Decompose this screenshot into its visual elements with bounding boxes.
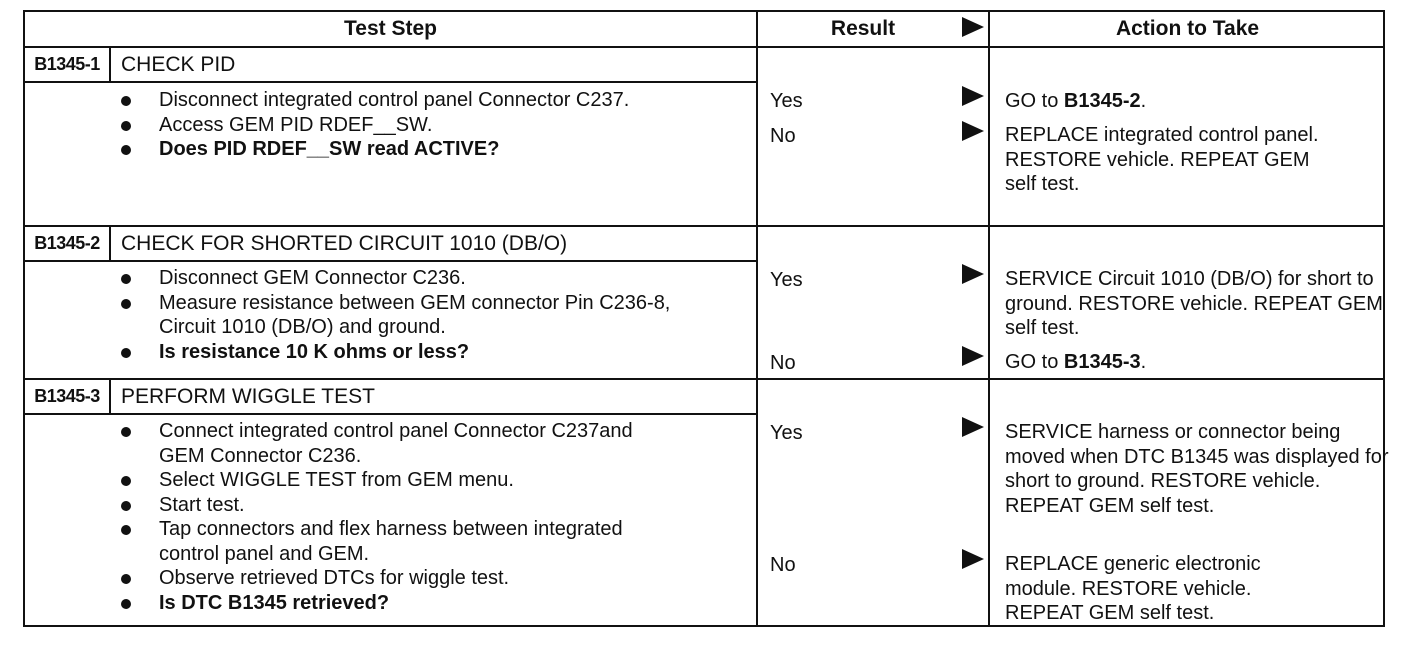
step-title: CHECK PID — [121, 52, 236, 76]
bullet-icon — [121, 500, 131, 511]
bullet-item: Disconnect integrated control panel Conn… — [121, 88, 741, 113]
bullet-item: Measure resistance between GEM connector… — [121, 291, 681, 340]
action-text: REPLACE integrated control panel. RESTOR… — [1005, 124, 1319, 195]
col-divider — [988, 12, 990, 625]
result-yes: Yes — [770, 90, 803, 112]
action-text: GO to B1345-3. — [1005, 351, 1147, 373]
header-divider — [25, 46, 1383, 48]
id-divider — [109, 48, 111, 81]
header-action: Action to Take — [1115, 17, 1260, 40]
step-divider — [25, 378, 1383, 380]
result-no: No — [770, 125, 796, 147]
arrow-icon — [962, 17, 984, 37]
bullet-item: Connect integrated control panel Connect… — [121, 419, 661, 468]
bullet-icon — [121, 347, 131, 358]
arrow-icon — [962, 121, 984, 141]
header-test-step: Test Step — [344, 17, 437, 40]
step-title: PERFORM WIGGLE TEST — [121, 384, 375, 408]
bullet-icon — [121, 427, 131, 437]
arrow-icon — [962, 264, 984, 284]
bullet-icon — [121, 96, 131, 106]
step-bullets: Connect integrated control panel Connect… — [121, 419, 661, 615]
bullet-icon — [121, 298, 131, 309]
title-divider — [25, 413, 756, 415]
bullet-icon — [121, 525, 131, 535]
col-divider — [756, 12, 758, 625]
action-text: SERVICE harness or connector being moved… — [1005, 421, 1389, 517]
bullet-item: Observe retrieved DTCs for wiggle test. — [121, 566, 661, 591]
step-id: B1345-2 — [34, 233, 100, 253]
header-result: Result — [830, 17, 896, 40]
action-text: REPLACE generic electronic module. RESTO… — [1005, 553, 1261, 624]
arrow-icon — [962, 86, 984, 106]
arrow-icon — [962, 549, 984, 569]
bullet-icon — [121, 574, 131, 584]
title-divider — [25, 260, 756, 262]
arrow-icon — [962, 346, 984, 366]
title-divider — [25, 81, 756, 83]
bullet-question: Is resistance 10 K ohms or less? — [121, 340, 681, 365]
step-id: B1345-3 — [34, 386, 100, 406]
bullet-icon — [121, 120, 131, 131]
bullet-question: Does PID RDEF__SW read ACTIVE? — [121, 137, 741, 162]
id-divider — [109, 380, 111, 413]
step-title: CHECK FOR SHORTED CIRCUIT 1010 (DB/O) — [121, 231, 568, 255]
step-id: B1345-1 — [34, 54, 100, 74]
result-yes: Yes — [770, 422, 803, 444]
action-text: SERVICE Circuit 1010 (DB/O) for short to… — [1005, 268, 1383, 339]
bullet-item: Tap connectors and flex harness between … — [121, 517, 661, 566]
result-no: No — [770, 554, 796, 576]
bullet-icon — [121, 598, 131, 609]
step-divider — [25, 225, 1383, 227]
diagnostic-table: Test Step Result Action to Take B1345-1 … — [23, 10, 1389, 627]
bullet-item: Select WIGGLE TEST from GEM menu. — [121, 468, 661, 493]
bullet-item: Disconnect GEM Connector C236. — [121, 266, 681, 291]
bullet-icon — [121, 476, 131, 486]
bullet-question: Is DTC B1345 retrieved? — [121, 591, 661, 616]
arrow-icon — [962, 417, 984, 437]
id-divider — [109, 227, 111, 260]
bullet-item: Access GEM PID RDEF__SW. — [121, 113, 741, 138]
bullet-icon — [121, 145, 131, 155]
step-bullets: Disconnect integrated control panel Conn… — [121, 88, 741, 162]
step-bullets: Disconnect GEM Connector C236. Measure r… — [121, 266, 681, 364]
result-yes: Yes — [770, 269, 803, 291]
action-text: GO to B1345-2. — [1005, 90, 1147, 112]
result-no: No — [770, 352, 796, 374]
bullet-icon — [121, 274, 131, 284]
bullet-item: Start test. — [121, 493, 661, 518]
